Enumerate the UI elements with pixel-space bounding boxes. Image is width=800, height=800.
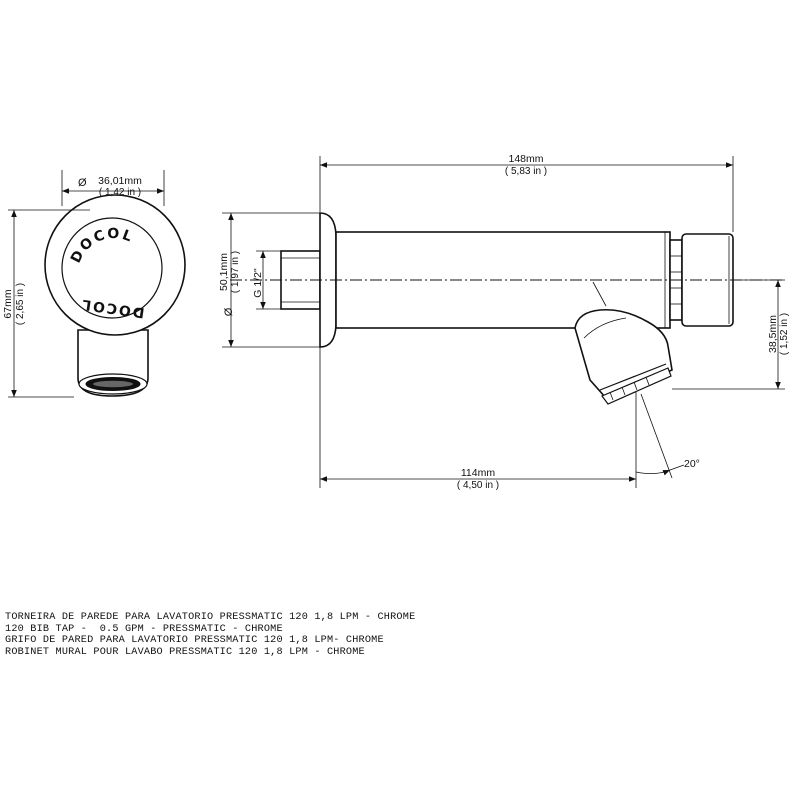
side-angle-label: 20° <box>684 458 700 470</box>
front-dia-symbol: Ø <box>78 177 87 189</box>
side-drop-mm: 38,5mm <box>767 315 779 353</box>
side-aerator-mark-3 <box>633 381 638 391</box>
caption-line-fr: ROBINET MURAL POUR LAVABO PRESSMATIC 120… <box>5 646 365 658</box>
side-spout-edge <box>583 317 627 339</box>
side-aerator-mark-2 <box>621 386 626 396</box>
side-spout-band-1 <box>599 363 667 391</box>
side-angle-leader <box>669 464 685 471</box>
side-aerator-mark-1 <box>609 391 614 401</box>
front-nozzle-mesh <box>93 380 133 388</box>
side-reach-mm: 114mm <box>461 467 495 479</box>
side-flange-dia-symbol: Ø <box>223 307 235 316</box>
side-flange-in: ( 1,97 in ) <box>230 251 241 293</box>
side-spout <box>574 308 673 399</box>
caption-line-en: 120 BIB TAP - 0.5 GPM - PRESSMATIC - CHR… <box>5 623 283 635</box>
side-aerator-mark-4 <box>645 376 650 386</box>
side-length-in: ( 5,83 in ) <box>505 166 547 177</box>
side-flange-mm: 50,1mm <box>218 253 230 291</box>
side-view: 148mm ( 5,83 in ) Ø 50,1mm ( 1,97 in ) G… <box>218 153 790 491</box>
side-thread-label: G 1/2" <box>252 268 264 298</box>
side-drop-in: ( 1,52 in ) <box>779 313 790 355</box>
front-height-in: ( 2,65 in ) <box>15 283 26 325</box>
caption-line-es: GRIFO DE PARED PARA LAVATORIO PRESSMATIC… <box>5 635 384 647</box>
product-caption: TORNEIRA DE PAREDE PARA LAVATORIO PRESSM… <box>5 612 795 658</box>
front-height-mm: 67mm <box>2 289 14 318</box>
side-angle-leg <box>640 393 673 479</box>
front-button-circle <box>61 217 163 319</box>
side-reach-in: ( 4,50 in ) <box>457 480 499 491</box>
front-dia-mm: 36,01mm <box>98 175 142 187</box>
front-view: DOCOL DOCOL Ø 36,01mm ( 1,42 in ) 67mm (… <box>2 170 186 398</box>
front-dia-in: ( 1,42 in ) <box>99 187 141 198</box>
side-length-mm: 148mm <box>508 153 543 165</box>
side-spout-leader <box>592 281 607 307</box>
side-angle-arc <box>635 469 671 476</box>
caption-line-pt: TORNEIRA DE PAREDE PARA LAVATORIO PRESSM… <box>5 612 416 623</box>
